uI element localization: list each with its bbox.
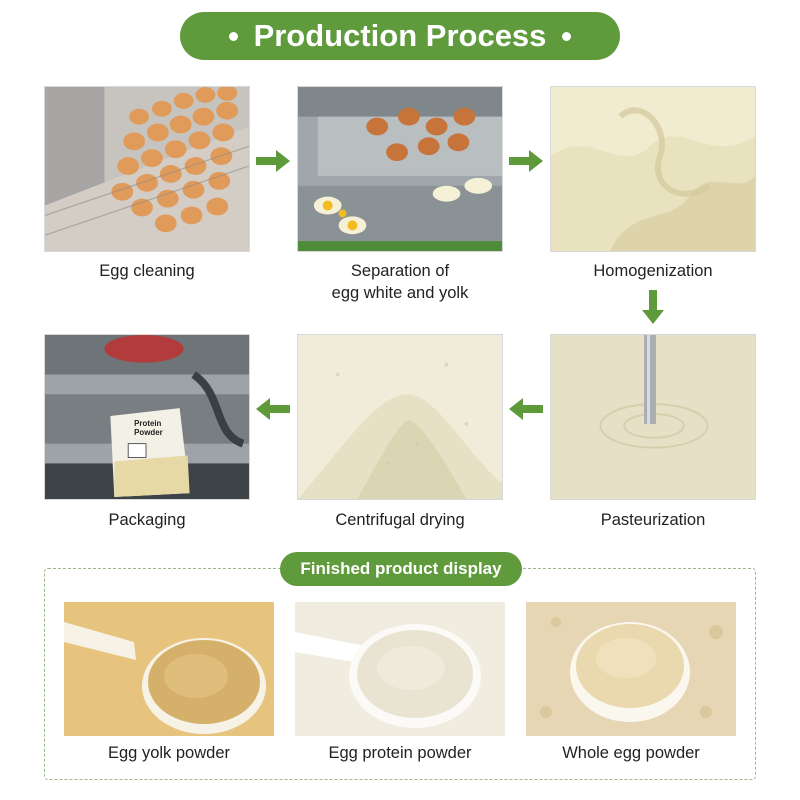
arrow-down-icon — [642, 290, 664, 324]
whole-egg-powder-image — [526, 602, 736, 736]
page-title: Production Process — [253, 18, 547, 53]
arrow-right-icon — [256, 150, 290, 172]
liquid-probe-photo-icon — [551, 335, 755, 499]
egg-yolk-powder-image — [64, 602, 274, 736]
separation-image — [297, 86, 503, 252]
step-caption-separation-line1: Separation of — [350, 262, 450, 280]
page-title-banner: Production Process — [180, 12, 620, 60]
liquid-cream-photo-icon — [551, 87, 755, 251]
packaging-machine-photo-icon: Protein Powder — [45, 335, 249, 499]
step-caption-egg-cleaning: Egg cleaning — [99, 262, 195, 280]
homogenization-image — [550, 86, 756, 252]
egg-protein-powder-image — [295, 602, 505, 736]
yolk-powder-scoop-photo-icon — [64, 602, 274, 736]
product-caption-whole-egg-powder: Whole egg powder — [562, 744, 700, 762]
step-caption-homogenization: Homogenization — [593, 262, 713, 280]
step-caption-centrifugal-drying: Centrifugal drying — [335, 511, 465, 529]
package-print-line1: Protein — [134, 419, 161, 428]
protein-powder-scoop-photo-icon — [295, 602, 505, 736]
powder-pile-photo-icon — [298, 335, 502, 499]
packaging-image: Protein Powder — [44, 334, 250, 500]
finished-product-heading: Finished product display — [280, 552, 522, 586]
step-caption-separation-line2: egg white and yolk — [331, 284, 469, 302]
product-caption-egg-protein-powder: Egg protein powder — [328, 744, 472, 762]
egg-cleaning-image — [44, 86, 250, 252]
arrow-left-icon — [256, 398, 290, 420]
pasteurization-image — [550, 334, 756, 500]
egg-separator-photo-icon — [298, 87, 502, 251]
step-caption-packaging: Packaging — [108, 511, 186, 529]
bullet-dot-icon — [228, 31, 238, 41]
whole-egg-powder-scoop-photo-icon — [526, 602, 736, 736]
arrow-left-icon — [509, 398, 543, 420]
step-caption-separation: Separation of egg white and yolk — [297, 260, 503, 304]
eggs-conveyor-photo-icon — [45, 87, 249, 251]
centrifugal-drying-image — [297, 334, 503, 500]
product-caption-egg-yolk-powder: Egg yolk powder — [108, 744, 230, 762]
bullet-dot-icon — [562, 31, 572, 41]
arrow-right-icon — [509, 150, 543, 172]
step-caption-pasteurization: Pasteurization — [600, 511, 706, 529]
package-print-line2: Powder — [134, 428, 163, 437]
